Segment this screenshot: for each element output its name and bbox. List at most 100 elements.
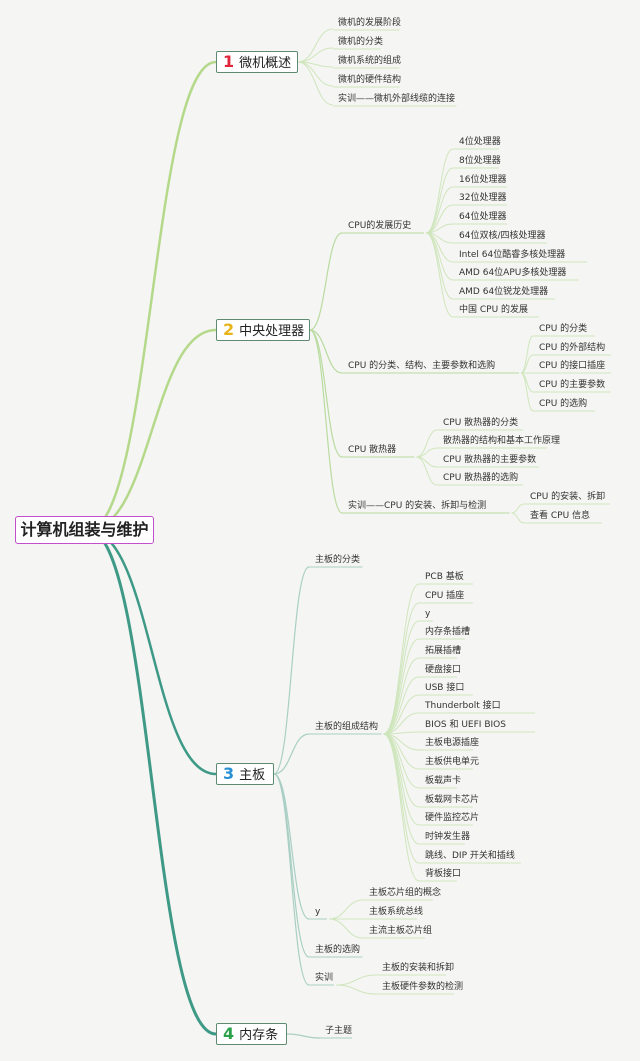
connector-line — [335, 984, 377, 995]
leaf-topic[interactable]: 散热器的结构和基本工作原理 — [443, 436, 561, 446]
leaf-topic[interactable]: 硬件监控芯片 — [425, 813, 480, 823]
subtopic[interactable]: CPU 散热器 — [348, 445, 397, 455]
connector-line — [425, 232, 454, 318]
leaf-topic[interactable]: Thunderbolt 接口 — [425, 701, 501, 711]
connector-line — [286, 1033, 321, 1039]
leaf-topic[interactable]: CPU 的安装、拆卸 — [530, 492, 606, 502]
topic-label: 内存条 — [239, 1028, 279, 1043]
subtopic[interactable]: 主板的选购 — [315, 945, 361, 955]
leaf-topic[interactable]: 主板的安装和拆卸 — [382, 963, 455, 973]
leaf-topic[interactable]: 时钟发生器 — [425, 832, 471, 842]
connector-line — [383, 712, 420, 735]
leaf-topic[interactable]: 查看 CPU 信息 — [530, 511, 591, 521]
leaf-topic[interactable]: 板载声卡 — [425, 776, 462, 786]
connector-line — [383, 694, 420, 735]
leaf-topic[interactable]: 主板芯片组的概念 — [369, 888, 442, 898]
connector-line — [383, 620, 420, 735]
leaf-topic[interactable]: 4位处理器 — [459, 137, 501, 147]
leaf-topic[interactable]: 主板硬件参数的检测 — [382, 982, 464, 992]
leaf-topic[interactable]: AMD 64位APU多核处理器 — [459, 268, 567, 278]
leaf-topic[interactable]: 实训——微机外部线缆的连接 — [338, 94, 456, 104]
leaf-topic[interactable]: 拓展插槽 — [425, 646, 462, 656]
connector-line — [520, 354, 534, 374]
subtopic[interactable]: 主板的组成结构 — [315, 722, 379, 732]
connector-line — [297, 28, 334, 63]
topic-label: 中央处理器 — [239, 324, 305, 339]
leaf-topic[interactable]: 64位处理器 — [459, 212, 507, 222]
connector-line — [87, 528, 217, 776]
subtopic[interactable]: 子主题 — [325, 1026, 353, 1036]
leaf-topic[interactable]: 32位处理器 — [459, 193, 507, 203]
leaf-topic[interactable]: CPU 的外部结构 — [539, 343, 606, 353]
topic-4-memory[interactable]: 4 内存条 — [216, 1023, 287, 1045]
connector-line — [383, 733, 420, 864]
leaf-topic[interactable]: 内存条插槽 — [425, 627, 471, 637]
leaf-topic[interactable]: AMD 64位锐龙处理器 — [459, 287, 549, 297]
connector-line — [328, 899, 364, 920]
connector-line — [383, 733, 420, 882]
connector-line — [425, 204, 454, 234]
leaf-topic[interactable]: 硬盘接口 — [425, 665, 462, 675]
leaf-topic[interactable]: CPU 散热器的分类 — [443, 418, 519, 428]
subtopic[interactable]: CPU 的分类、结构、主要参数和选购 — [348, 361, 496, 371]
leaf-topic[interactable]: 微机系统的组成 — [338, 56, 402, 66]
connector-line — [416, 456, 438, 486]
leaf-topic[interactable]: 中国 CPU 的发展 — [459, 305, 529, 315]
leaf-topic[interactable]: 16位处理器 — [459, 175, 507, 185]
connector-line — [425, 186, 454, 234]
leaf-topic[interactable]: 背板接口 — [425, 869, 462, 879]
leaf-topic[interactable]: CPU 散热器的主要参数 — [443, 455, 537, 465]
leaf-topic[interactable]: CPU 的接口插座 — [539, 361, 606, 371]
connector-line — [425, 148, 454, 234]
connector-line — [511, 503, 525, 514]
leaf-topic[interactable]: 跳线、DIP 开关和插线 — [425, 851, 515, 861]
topic-number: 4 — [223, 1024, 235, 1043]
root-topic[interactable]: 计算机组装与维护 — [15, 516, 154, 544]
subtopic[interactable]: CPU的发展历史 — [348, 221, 412, 231]
leaf-topic[interactable]: 微机的分类 — [338, 37, 384, 47]
leaf-topic[interactable]: 主板系统总线 — [369, 907, 424, 917]
topic-number: 2 — [223, 320, 235, 339]
connector-line — [520, 335, 534, 374]
connector-line — [309, 329, 343, 374]
subtopic[interactable]: y — [315, 907, 321, 917]
leaf-topic[interactable]: CPU 的分类 — [539, 324, 588, 334]
subtopic[interactable]: 实训 — [315, 973, 334, 983]
topic-number: 3 — [223, 764, 235, 783]
leaf-topic[interactable]: 8位处理器 — [459, 156, 501, 166]
connector-line — [273, 566, 310, 775]
subtopic[interactable]: 实训——CPU 的安装、拆卸与检测 — [348, 501, 487, 511]
connector-line — [383, 583, 420, 735]
leaf-topic[interactable]: 微机的硬件结构 — [338, 75, 402, 85]
leaf-topic[interactable]: CPU 插座 — [425, 591, 465, 601]
topic-number: 1 — [223, 52, 235, 71]
connector-line — [87, 60, 217, 532]
connector-line — [309, 329, 343, 458]
leaf-topic[interactable]: CPU 的选购 — [539, 399, 588, 409]
topic-label: 微机概述 — [239, 56, 292, 71]
leaf-topic[interactable]: USB 接口 — [425, 683, 465, 693]
connector-line — [383, 602, 420, 735]
leaf-topic[interactable]: y — [425, 609, 431, 619]
leaf-topic[interactable]: CPU 的主要参数 — [539, 380, 606, 390]
topic-label: 主板 — [239, 768, 266, 783]
connector-line — [273, 733, 310, 775]
topic-3-motherboard[interactable]: 3 主板 — [216, 763, 274, 785]
leaf-topic[interactable]: 板载网卡芯片 — [425, 795, 480, 805]
topic-1-overview[interactable]: 1 微机概述 — [216, 51, 298, 73]
leaf-topic[interactable]: BIOS 和 UEFI BIOS — [425, 720, 506, 730]
subtopic[interactable]: 主板的分类 — [315, 555, 361, 565]
leaf-topic[interactable]: 64位双核/四核处理器 — [459, 231, 546, 241]
leaf-topic[interactable]: Intel 64位酷睿多核处理器 — [459, 250, 566, 260]
connector-line — [297, 61, 334, 106]
leaf-topic[interactable]: 主板电源插座 — [425, 738, 480, 748]
connector-line — [328, 918, 364, 939]
topic-2-cpu[interactable]: 2 中央处理器 — [216, 319, 310, 341]
connector-line — [87, 328, 217, 532]
leaf-topic[interactable]: 主板供电单元 — [425, 757, 480, 767]
leaf-topic[interactable]: 主流主板芯片组 — [369, 926, 433, 936]
leaf-topic[interactable]: 微机的发展阶段 — [338, 18, 402, 28]
leaf-topic[interactable]: PCB 基板 — [425, 572, 464, 582]
leaf-topic[interactable]: CPU 散热器的选购 — [443, 473, 519, 483]
